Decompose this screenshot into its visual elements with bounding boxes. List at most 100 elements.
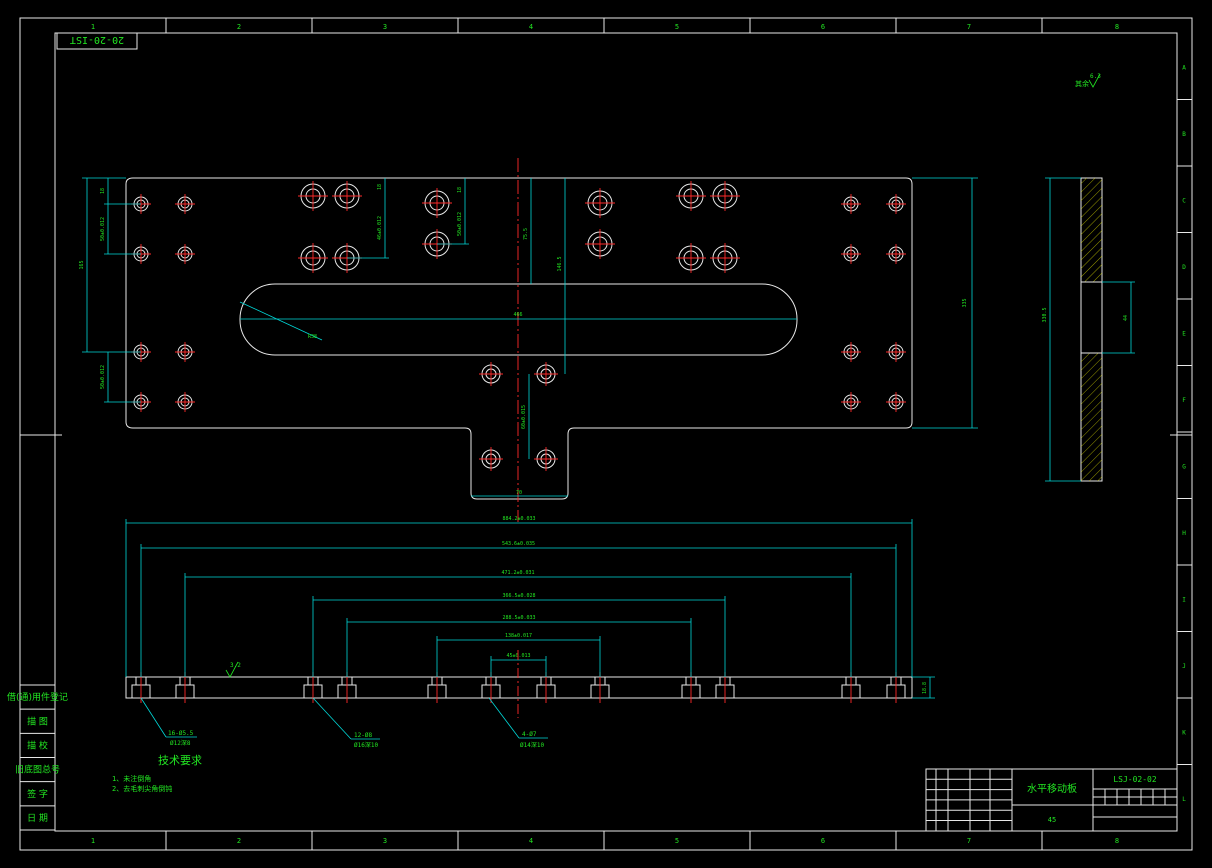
zone-row-label: D xyxy=(1182,264,1186,271)
zone-row-label: H xyxy=(1182,530,1186,537)
small-e-text: 18 xyxy=(457,187,463,193)
section-body xyxy=(125,676,913,699)
zone-row-label: L xyxy=(1182,796,1186,803)
callout-sub-2: Ø16深10 xyxy=(354,741,378,749)
plate-outline xyxy=(125,177,913,500)
section-dim-text: 45±0.013 xyxy=(506,653,530,659)
zone-col-label: 4 xyxy=(529,23,533,31)
zone-row-label: J xyxy=(1182,663,1186,670)
side-height-text: 165 xyxy=(79,260,85,269)
section-dim-text: 138±0.017 xyxy=(505,633,532,639)
zone-row-label: G xyxy=(1182,463,1186,470)
zone-col-label: 6 xyxy=(821,23,825,31)
zone-row-label: A xyxy=(1182,64,1186,71)
part-name: 水平移动板 xyxy=(1027,782,1077,795)
pitch-left-text: 50±0.012 xyxy=(100,217,106,241)
outer-frame xyxy=(19,17,1193,851)
zone-row-label: C xyxy=(1182,197,1186,204)
small-f-text: 50±0.012 xyxy=(457,212,463,236)
callout-leader-3 xyxy=(488,697,520,739)
callout-qty-3: 4-Ø7 xyxy=(522,731,537,738)
zone-col-label: 3 xyxy=(383,23,387,31)
callout-leader-2 xyxy=(312,697,352,740)
zone-col-label: 3 xyxy=(383,837,387,845)
zone-grid-top: 1 2 3 4 5 6 7 8 xyxy=(91,18,1119,33)
zone-row-label: B xyxy=(1182,131,1186,138)
zone-col-label: 5 xyxy=(675,837,679,845)
thick-text: 18.8 xyxy=(922,682,928,694)
slot-radius-leader xyxy=(239,301,323,341)
stamp-box xyxy=(56,32,138,50)
left-strip-cell: 描 校 xyxy=(27,739,48,751)
depth-text-1: 75.5 xyxy=(523,228,529,240)
left-strip-cell: 描 图 xyxy=(27,715,48,727)
zone-row-label: K xyxy=(1182,729,1186,736)
callout-qty-2: 12-Ø8 xyxy=(354,732,372,739)
zone-col-label: 8 xyxy=(1115,837,1119,845)
zone-col-label: 5 xyxy=(675,23,679,31)
callout-qty-1: 16-Ø5.5 xyxy=(168,730,194,737)
zone-col-label: 8 xyxy=(1115,23,1119,31)
zone-col-label: 2 xyxy=(237,837,241,845)
title-block-grid xyxy=(926,769,1177,831)
zone-col-label: 1 xyxy=(91,837,95,845)
section-dim-text: 471.2±0.031 xyxy=(501,570,534,576)
section-view[interactable]: 884.2±0.033 543.6±0.035 471.2±0.031 366.5±0… xyxy=(125,516,935,749)
tab-width-text: 70 xyxy=(516,490,522,496)
zone-col-label: 1 xyxy=(91,23,95,31)
roughness-symbol-icon xyxy=(1088,73,1101,88)
left-strip-cell: 日 期 xyxy=(27,813,48,824)
small-d-text: 46±0.012 xyxy=(377,216,383,240)
depth-text-2: 146.5 xyxy=(557,256,563,271)
zone-col-label: 6 xyxy=(821,837,825,845)
section-dim-text: 288.5±0.033 xyxy=(502,615,535,621)
callout-leader-1 xyxy=(140,697,167,738)
pitch-left-text-2: 50±0.012 xyxy=(100,365,106,389)
slot-length-text: 466 xyxy=(513,312,522,318)
part-number: LSJ-02-02 xyxy=(1113,775,1157,784)
stamp-text: 20-20-IST xyxy=(70,34,124,45)
center-slot xyxy=(239,283,798,356)
zone-row-label: E xyxy=(1182,330,1186,337)
callout-sub-3: Ø14深10 xyxy=(520,741,544,749)
inner-frame xyxy=(54,32,1178,832)
note-2: 2、去毛刺尖角倒钝 xyxy=(112,784,172,793)
section-roughness-icon xyxy=(225,661,239,678)
zone-col-label: 7 xyxy=(967,23,971,31)
slot-radius-text: R38 xyxy=(308,334,317,340)
side-view[interactable]: 330.5 44 xyxy=(1042,177,1135,482)
small-c-text: 18 xyxy=(377,184,383,190)
roughness-value: 6.3 xyxy=(1090,73,1101,80)
section-roughness-text: 3.2 xyxy=(230,662,241,669)
note-1: 1、未注倒角 xyxy=(112,774,151,783)
zone-grid-right: A B C D E F G H I J K L xyxy=(1177,64,1192,803)
section-dim-text: 366.5±0.028 xyxy=(502,593,535,599)
height-text: 335 xyxy=(962,298,968,307)
notes-title: 技术要求 xyxy=(158,754,202,767)
material: 45 xyxy=(1048,816,1056,824)
left-strip-cell: 借(通)用件登记 xyxy=(7,691,68,703)
callout-sub-1: Ø12深8 xyxy=(170,739,191,747)
counterbore-pattern xyxy=(131,672,906,703)
side-slot-text: 44 xyxy=(1123,315,1129,321)
section-dim-text: 543.6±0.035 xyxy=(502,541,535,547)
section-dimensions: 884.2±0.033 543.6±0.035 471.2±0.031 366.5±0… xyxy=(125,516,913,677)
zone-col-label: 4 xyxy=(529,837,533,845)
plan-view[interactable]: 466 R38 335 75.5 146.5 60±0.015 70 165 5… xyxy=(79,158,978,522)
side-height-text: 330.5 xyxy=(1042,307,1048,322)
zone-row-label: F xyxy=(1182,397,1186,404)
tab-pitch-text: 60±0.015 xyxy=(521,405,527,429)
side-hatch-top xyxy=(1081,178,1102,282)
side-hatch-bottom xyxy=(1081,353,1102,481)
zone-row-label: I xyxy=(1182,596,1186,603)
small-a-text: 18 xyxy=(100,188,106,194)
left-strip-cell: 旧底图总号 xyxy=(15,764,60,776)
zone-grid-bottom: 1 2 3 4 5 6 7 8 xyxy=(91,831,1119,850)
zone-col-label: 7 xyxy=(967,837,971,845)
roughness-label: 其余 xyxy=(1075,79,1089,88)
title-block[interactable]: 水平移动板 LSJ-02-02 45 xyxy=(925,768,1178,832)
zone-col-label: 2 xyxy=(237,23,241,31)
section-dim-text: 884.2±0.033 xyxy=(502,516,535,522)
